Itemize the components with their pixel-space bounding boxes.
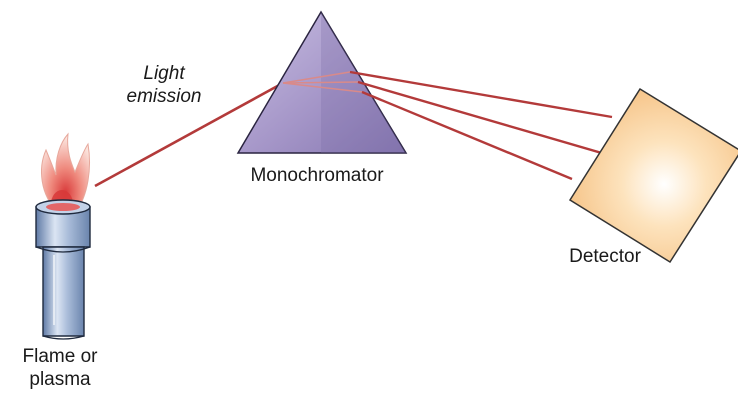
light-emission-label: Light emission (108, 62, 220, 108)
internal-rays (282, 71, 363, 93)
light-emission-line-1: Light (143, 63, 185, 84)
flame-or-plasma-label: Flame or plasma (0, 345, 120, 391)
monochromator-label: Monochromator (250, 165, 384, 186)
source-label-line-1: Flame or (22, 346, 98, 367)
detector-box (568, 87, 738, 264)
light-emission-line-2: emission (126, 86, 202, 107)
source-label-line-2: plasma (29, 369, 91, 390)
emission-beam (94, 81, 284, 188)
detector-label: Detector (569, 246, 641, 267)
flame-or-plasma-source (35, 132, 91, 340)
